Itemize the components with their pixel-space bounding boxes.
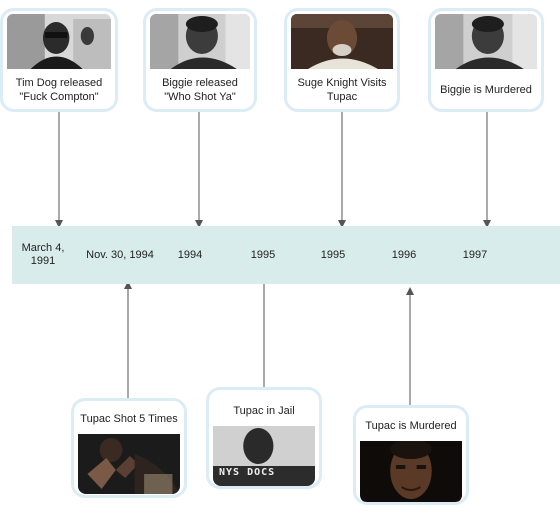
event-card-biggie-murdered[interactable]: Biggie is Murdered	[428, 8, 544, 112]
photo-suge-knight	[291, 14, 393, 69]
timeline-band: March 4, 1991 Nov. 30, 1994 1994 1995 19…	[12, 226, 560, 284]
event-label: Tupac is Murdered	[365, 420, 457, 432]
photo-tupac-portrait	[360, 441, 462, 502]
event-label: Suge Knight Visits Tupac	[297, 77, 387, 103]
timeline-date: Nov. 30, 1994	[86, 248, 154, 261]
photo-tupac-shot	[78, 434, 180, 494]
event-card-tupac-shot[interactable]: Tupac Shot 5 Times	[71, 398, 187, 498]
timeline-date: 1995	[320, 248, 346, 261]
event-card-suge-knight[interactable]: Suge Knight Visits Tupac	[284, 8, 400, 112]
timeline-date: March 4, 1991	[21, 242, 65, 267]
event-card-tupac-jail[interactable]: Tupac in Jail NYS DOCS	[206, 387, 322, 489]
event-card-tim-dog[interactable]: Tim Dog released "Fuck Compton"	[0, 8, 118, 112]
photo-tupac-mugshot: NYS DOCS	[213, 426, 315, 486]
timeline-date: 1995	[250, 248, 276, 261]
event-label: Biggie is Murdered	[440, 84, 532, 96]
timeline-date: 1997	[462, 248, 488, 261]
mugshot-placard-text: NYS DOCS	[219, 467, 276, 478]
event-label: Tupac Shot 5 Times	[80, 413, 178, 425]
photo-biggie	[435, 14, 537, 69]
photo-biggie	[150, 14, 250, 69]
event-label: Biggie released "Who Shot Ya"	[162, 77, 238, 103]
event-card-tupac-murdered[interactable]: Tupac is Murdered	[353, 405, 469, 505]
photo-tim-dog	[7, 14, 111, 69]
event-label: Tim Dog released "Fuck Compton"	[15, 77, 103, 103]
timeline-date: 1994	[177, 248, 203, 261]
event-label: Tupac in Jail	[233, 405, 295, 417]
timeline-date: 1996	[391, 248, 417, 261]
event-card-who-shot-ya[interactable]: Biggie released "Who Shot Ya"	[143, 8, 257, 112]
